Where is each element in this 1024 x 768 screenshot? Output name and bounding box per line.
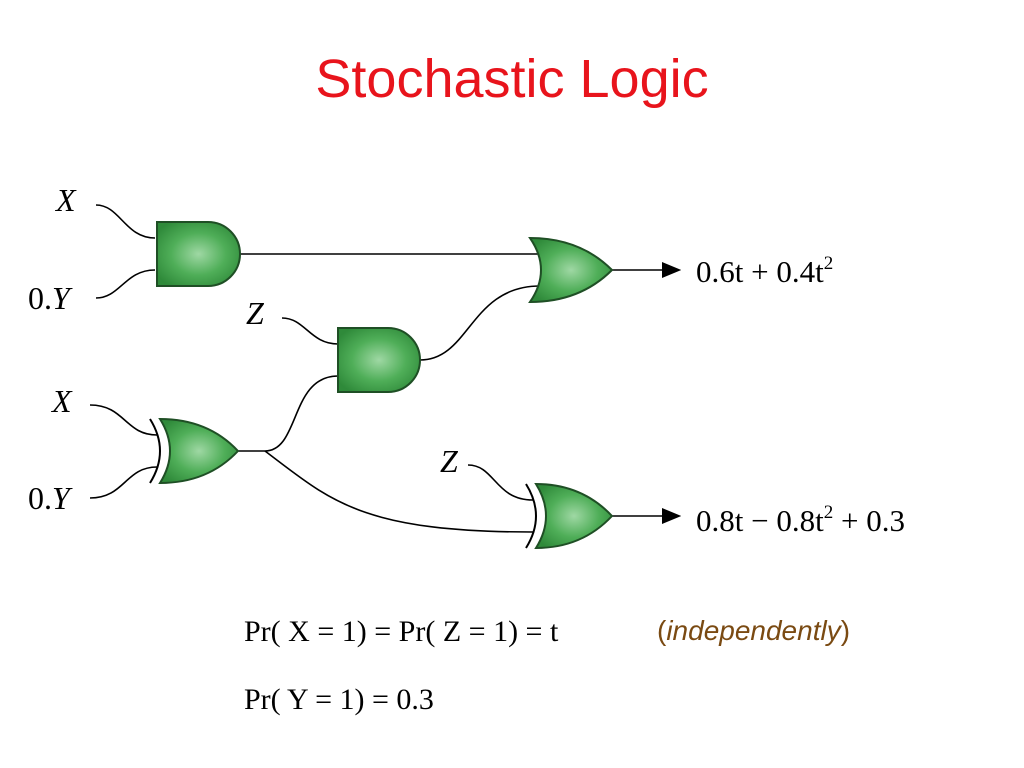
xor-output-expression: 0.8t − 0.8t2 + 0.3 <box>696 503 905 536</box>
wire-xor1-to-and2 <box>238 375 339 452</box>
wire-z-mid <box>281 317 339 345</box>
probability-equation-xz: Pr( X = 1) = Pr( Z = 1) = t <box>244 615 559 648</box>
note-word: independently <box>666 615 841 646</box>
input-label-x-bottom: X <box>52 383 72 419</box>
xor-gate-left <box>149 417 240 485</box>
wire-x-bottom <box>89 404 158 436</box>
xor-output-text-b: + 0.3 <box>833 503 905 538</box>
input-label-y-bottom-prefix: 0. <box>28 480 52 516</box>
note-close-paren: ) <box>840 615 851 646</box>
or-output-expression: 0.6t + 0.4t2 <box>696 254 833 287</box>
input-label-z-bottom: Z <box>440 443 458 479</box>
or-gate <box>528 236 614 304</box>
xor-output-text-a: 0.8t − 0.8t <box>696 503 824 538</box>
input-label-z-mid: Z <box>246 295 264 331</box>
note-open-paren: ( <box>657 615 667 646</box>
input-label-y-top-prefix: 0. <box>28 280 52 316</box>
wire-x-top <box>95 204 156 239</box>
input-label-y-top-var: Y <box>52 280 70 316</box>
input-label-x-top: X <box>56 182 76 218</box>
input-label-y-bottom: 0.Y <box>28 482 70 514</box>
or-output-exponent: 2 <box>823 253 834 274</box>
page-title: Stochastic Logic <box>315 49 709 109</box>
input-label-y-top: 0.Y <box>28 282 70 314</box>
input-label-y-bottom-var: Y <box>52 480 70 516</box>
wire-xor1-to-xor2 <box>264 450 534 533</box>
and-gate-top <box>156 221 241 287</box>
and-gate-middle <box>337 327 421 393</box>
wires <box>89 204 682 533</box>
wire-and2-to-or <box>419 285 541 361</box>
independently-note: (independently) <box>657 617 850 645</box>
xor-gate-right <box>525 482 614 550</box>
xor-output-exponent: 2 <box>823 502 834 523</box>
probability-equation-y: Pr( Y = 1) = 0.3 <box>244 683 434 716</box>
or-output-text: 0.6t + 0.4t <box>696 254 824 289</box>
wire-y-bottom <box>89 466 158 499</box>
wire-y-top <box>95 269 156 299</box>
wire-z-bottom <box>467 464 534 501</box>
